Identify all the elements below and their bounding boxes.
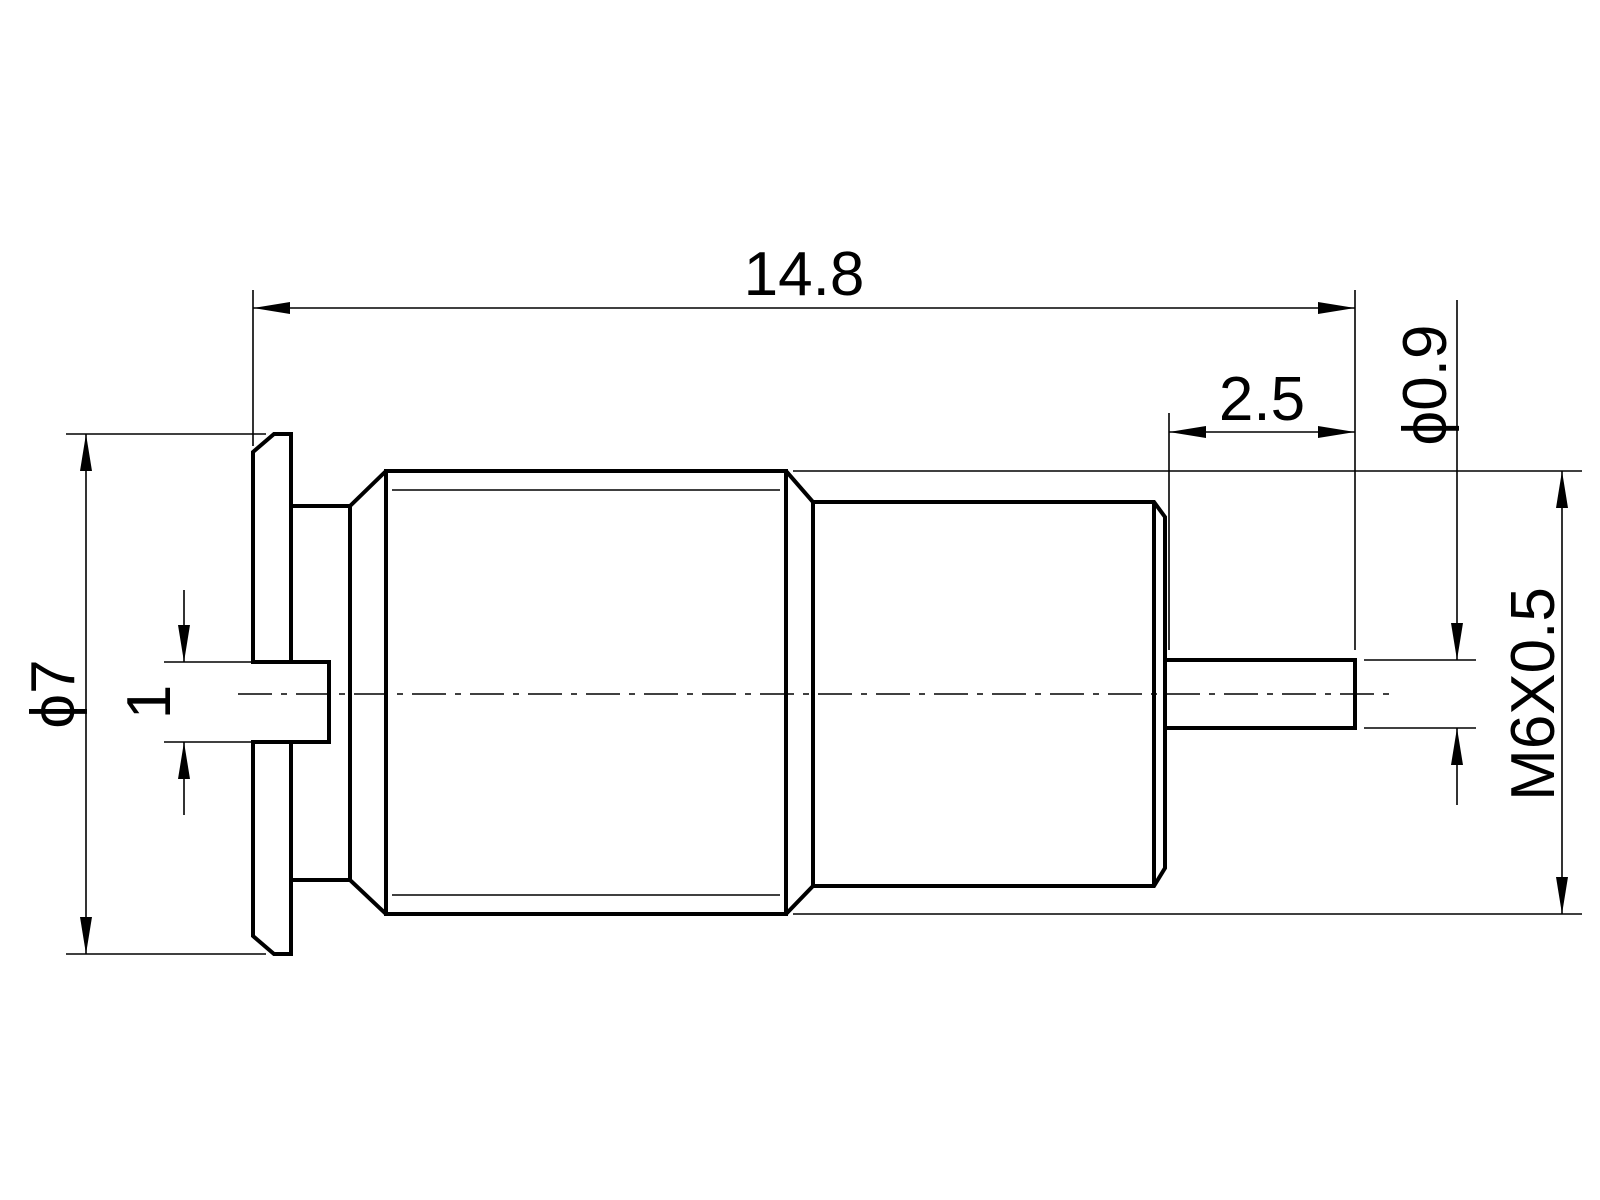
arrow-down: [1451, 623, 1463, 660]
arrow-left: [253, 302, 290, 314]
slot: [291, 660, 331, 744]
arrow-down: [1556, 877, 1568, 914]
dim-pin-length-label: 2.5: [1219, 365, 1305, 434]
dim-pin-diameter-label: ϕ0.9: [1391, 325, 1460, 446]
flange-lower: [251, 740, 293, 956]
arrow-up: [80, 434, 92, 471]
dim-overall-length: 14.8: [252, 240, 1356, 650]
arrow-right: [1318, 302, 1355, 314]
dim-pin-diameter: ϕ0.9: [1364, 300, 1476, 805]
dim-pin-length: 2.5: [1168, 365, 1355, 650]
arrow-up: [1451, 728, 1463, 765]
neck: [291, 469, 388, 916]
arrow-down: [178, 625, 190, 662]
dim-thread-label: M6X0.5: [1499, 587, 1568, 801]
arrow-right: [1318, 426, 1355, 438]
dim-flange-diameter-label: ϕ7: [19, 659, 88, 728]
flange: [251, 432, 293, 664]
body-step: [784, 469, 815, 916]
dim-overall-length-label: 14.8: [744, 240, 865, 309]
dim-slot-width-label: 1: [115, 685, 184, 719]
arrow-up: [1556, 471, 1568, 508]
threaded-body: [384, 469, 788, 916]
arrow-up: [178, 742, 190, 779]
arrow-down: [80, 917, 92, 954]
dim-flange-diameter: ϕ7: [19, 433, 266, 955]
dim-slot-width: 1: [115, 590, 291, 815]
sleeve: [813, 500, 1167, 888]
dim-thread: M6X0.5: [793, 470, 1582, 915]
arrow-left: [1169, 426, 1206, 438]
